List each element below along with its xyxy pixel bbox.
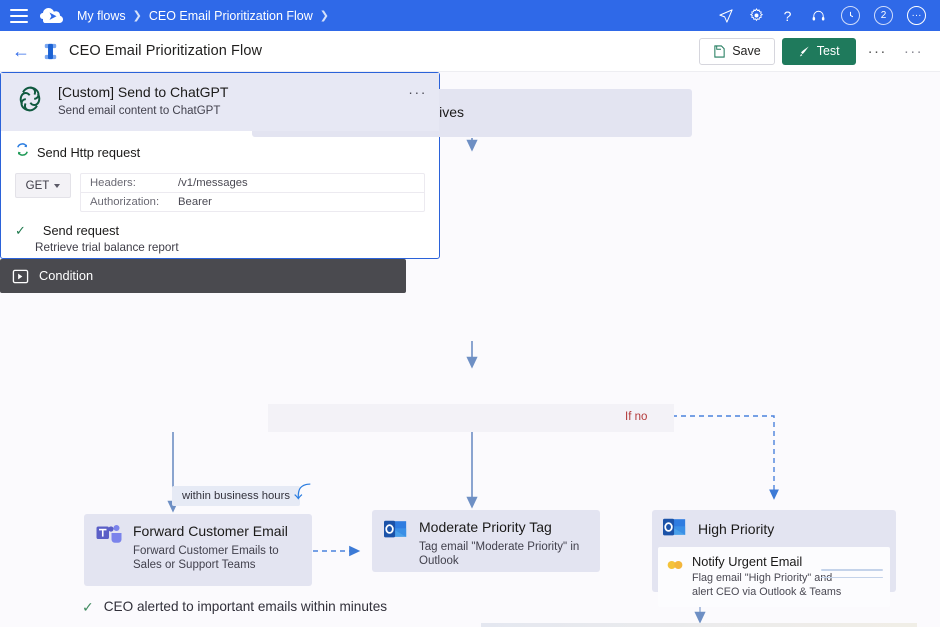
http-field-authorization[interactable]: Authorization: Bearer xyxy=(81,192,424,211)
moderate-card-content: Moderate Priority Tag Tag email "Moderat… xyxy=(372,510,600,578)
send-request-label: Send request xyxy=(42,223,120,238)
node-notify-urgent-email[interactable]: Notify Urgent Email Flag email "High Pri… xyxy=(658,547,890,607)
http-field-key: Headers: xyxy=(90,177,136,189)
condition-branch-band xyxy=(268,404,674,432)
condition-title: Condition xyxy=(39,268,94,283)
topbar-actions: ? 2 ··· xyxy=(717,6,930,25)
condition-if-no-label: If no xyxy=(625,411,648,423)
decorative-lines xyxy=(821,569,883,584)
forward-card-content: Forward Customer Email Forward Customer … xyxy=(84,514,312,582)
top-navigation-bar: My flows ❯ CEO Email Prioritization Flow… xyxy=(0,0,940,31)
http-request-icon xyxy=(15,142,30,162)
notify-subtitle-line2: alert CEO via Outlook & Teams xyxy=(692,586,842,599)
notify-subtitle-line1: Flag email "High Priority" and xyxy=(692,572,833,584)
chatgpt-card-more-icon[interactable]: ··· xyxy=(408,84,427,100)
topbar-more-icon[interactable]: ··· xyxy=(907,6,926,25)
breadcrumb: My flows ❯ CEO Email Prioritization Flow… xyxy=(77,9,336,23)
benefits-list: ✓ CEO alerted to important emails within… xyxy=(82,599,432,627)
benefit-text: CEO alerted to important emails within m… xyxy=(103,599,388,614)
breadcrumb-separator-icon: ❯ xyxy=(132,10,142,22)
breadcrumb-separator-icon-2: ❯ xyxy=(319,10,329,22)
send-request-subtitle: Retrieve trial balance report xyxy=(35,241,179,254)
send-request-row: ✓ Send request xyxy=(15,223,425,238)
high-priority-header: High Priority xyxy=(652,510,896,547)
send-feedback-icon[interactable] xyxy=(717,7,734,24)
notify-dots-icon xyxy=(667,557,684,570)
notifications-badge[interactable]: 2 xyxy=(874,6,893,25)
teams-icon xyxy=(96,523,122,550)
save-document-icon xyxy=(714,44,725,58)
test-flask-icon xyxy=(799,45,809,57)
breadcrumb-item-my-flows[interactable]: My flows xyxy=(77,8,126,23)
benefit-item: ✓ CEO alerted to important emails within… xyxy=(82,599,432,614)
http-field-value: /v1/messages xyxy=(178,177,248,189)
command-bar-more-icon[interactable]: ··· xyxy=(867,42,887,60)
node-forward-customer-email[interactable]: Forward Customer Email Forward Customer … xyxy=(84,514,312,586)
http-field-headers[interactable]: Headers: /v1/messages xyxy=(81,174,424,192)
test-button[interactable]: Test xyxy=(781,37,856,65)
loop-arrow-icon: ⤵ xyxy=(294,483,311,502)
flow-icon xyxy=(41,42,60,61)
command-bar: ← CEO Email Prioritization Flow Save xyxy=(0,31,940,72)
http-fields: Headers: /v1/messages Authorization: Bea… xyxy=(80,173,425,212)
http-method-select[interactable]: GET xyxy=(15,173,71,198)
check-icon: ✓ xyxy=(82,598,94,615)
openai-icon xyxy=(13,82,47,121)
settings-gear-icon[interactable] xyxy=(748,7,765,24)
moderate-subtitle: Tag email "Moderate Priority" in Outlook xyxy=(419,540,580,568)
node-condition[interactable]: Condition xyxy=(0,259,406,293)
summary-callout: CEO flagged & notified of high-priority … xyxy=(481,623,917,627)
chatgpt-card-body: Send Http request GET Headers: /v1/messa… xyxy=(1,131,439,254)
command-bar-actions: Save Test ··· ··· xyxy=(699,37,928,65)
http-request-config: GET Headers: /v1/messages Authorization:… xyxy=(15,173,425,212)
node-high-priority[interactable]: High Priority Notify Urgent Email Flag e… xyxy=(652,510,896,607)
forward-subtitle: Forward Customer Emails to Sales or Supp… xyxy=(133,544,279,572)
chatgpt-title: [Custom] Send to ChatGPT xyxy=(58,83,229,100)
high-priority-title: High Priority xyxy=(698,521,775,538)
http-field-value: Bearer xyxy=(178,196,212,208)
condition-yes-label: within business hours xyxy=(172,486,301,506)
condition-icon xyxy=(12,268,29,285)
forward-title: Forward Customer Email xyxy=(133,523,288,539)
chatgpt-subtitle: Send email content to ChatGPT xyxy=(58,105,221,118)
help-question-icon[interactable]: ? xyxy=(783,7,792,24)
back-arrow-icon[interactable]: ← xyxy=(12,41,30,61)
outlook-icon xyxy=(663,517,687,543)
node-moderate-priority-tag[interactable]: Moderate Priority Tag Tag email "Moderat… xyxy=(372,510,600,572)
http-request-label: Send Http request xyxy=(37,144,141,160)
notify-title: Notify Urgent Email xyxy=(692,554,803,569)
support-headset-icon[interactable] xyxy=(810,7,827,24)
node-send-to-chatgpt[interactable]: [Custom] Send to ChatGPT Send email cont… xyxy=(0,72,440,259)
flow-canvas: When a new email arrives xyxy=(0,72,940,627)
check-icon: ✓ xyxy=(15,223,26,238)
chatgpt-card-header: [Custom] Send to ChatGPT Send email cont… xyxy=(1,73,439,131)
power-automate-logo-icon[interactable] xyxy=(40,6,66,26)
moderate-title: Moderate Priority Tag xyxy=(419,519,552,535)
http-request-row: Send Http request xyxy=(15,142,425,162)
http-method-value: GET xyxy=(25,179,50,192)
history-clock-icon[interactable] xyxy=(841,6,860,25)
save-button-label: Save xyxy=(732,44,761,58)
command-bar-overflow-icon[interactable]: ··· xyxy=(903,42,923,60)
breadcrumb-item-flow[interactable]: CEO Email Prioritization Flow xyxy=(148,8,313,23)
chevron-down-icon xyxy=(54,183,61,188)
hamburger-menu-icon[interactable] xyxy=(10,8,28,23)
test-button-label: Test xyxy=(816,44,840,58)
save-button[interactable]: Save xyxy=(699,37,775,65)
page-title: CEO Email Prioritization Flow xyxy=(69,43,263,59)
http-field-key: Authorization: xyxy=(90,196,160,208)
outlook-icon xyxy=(384,519,408,545)
